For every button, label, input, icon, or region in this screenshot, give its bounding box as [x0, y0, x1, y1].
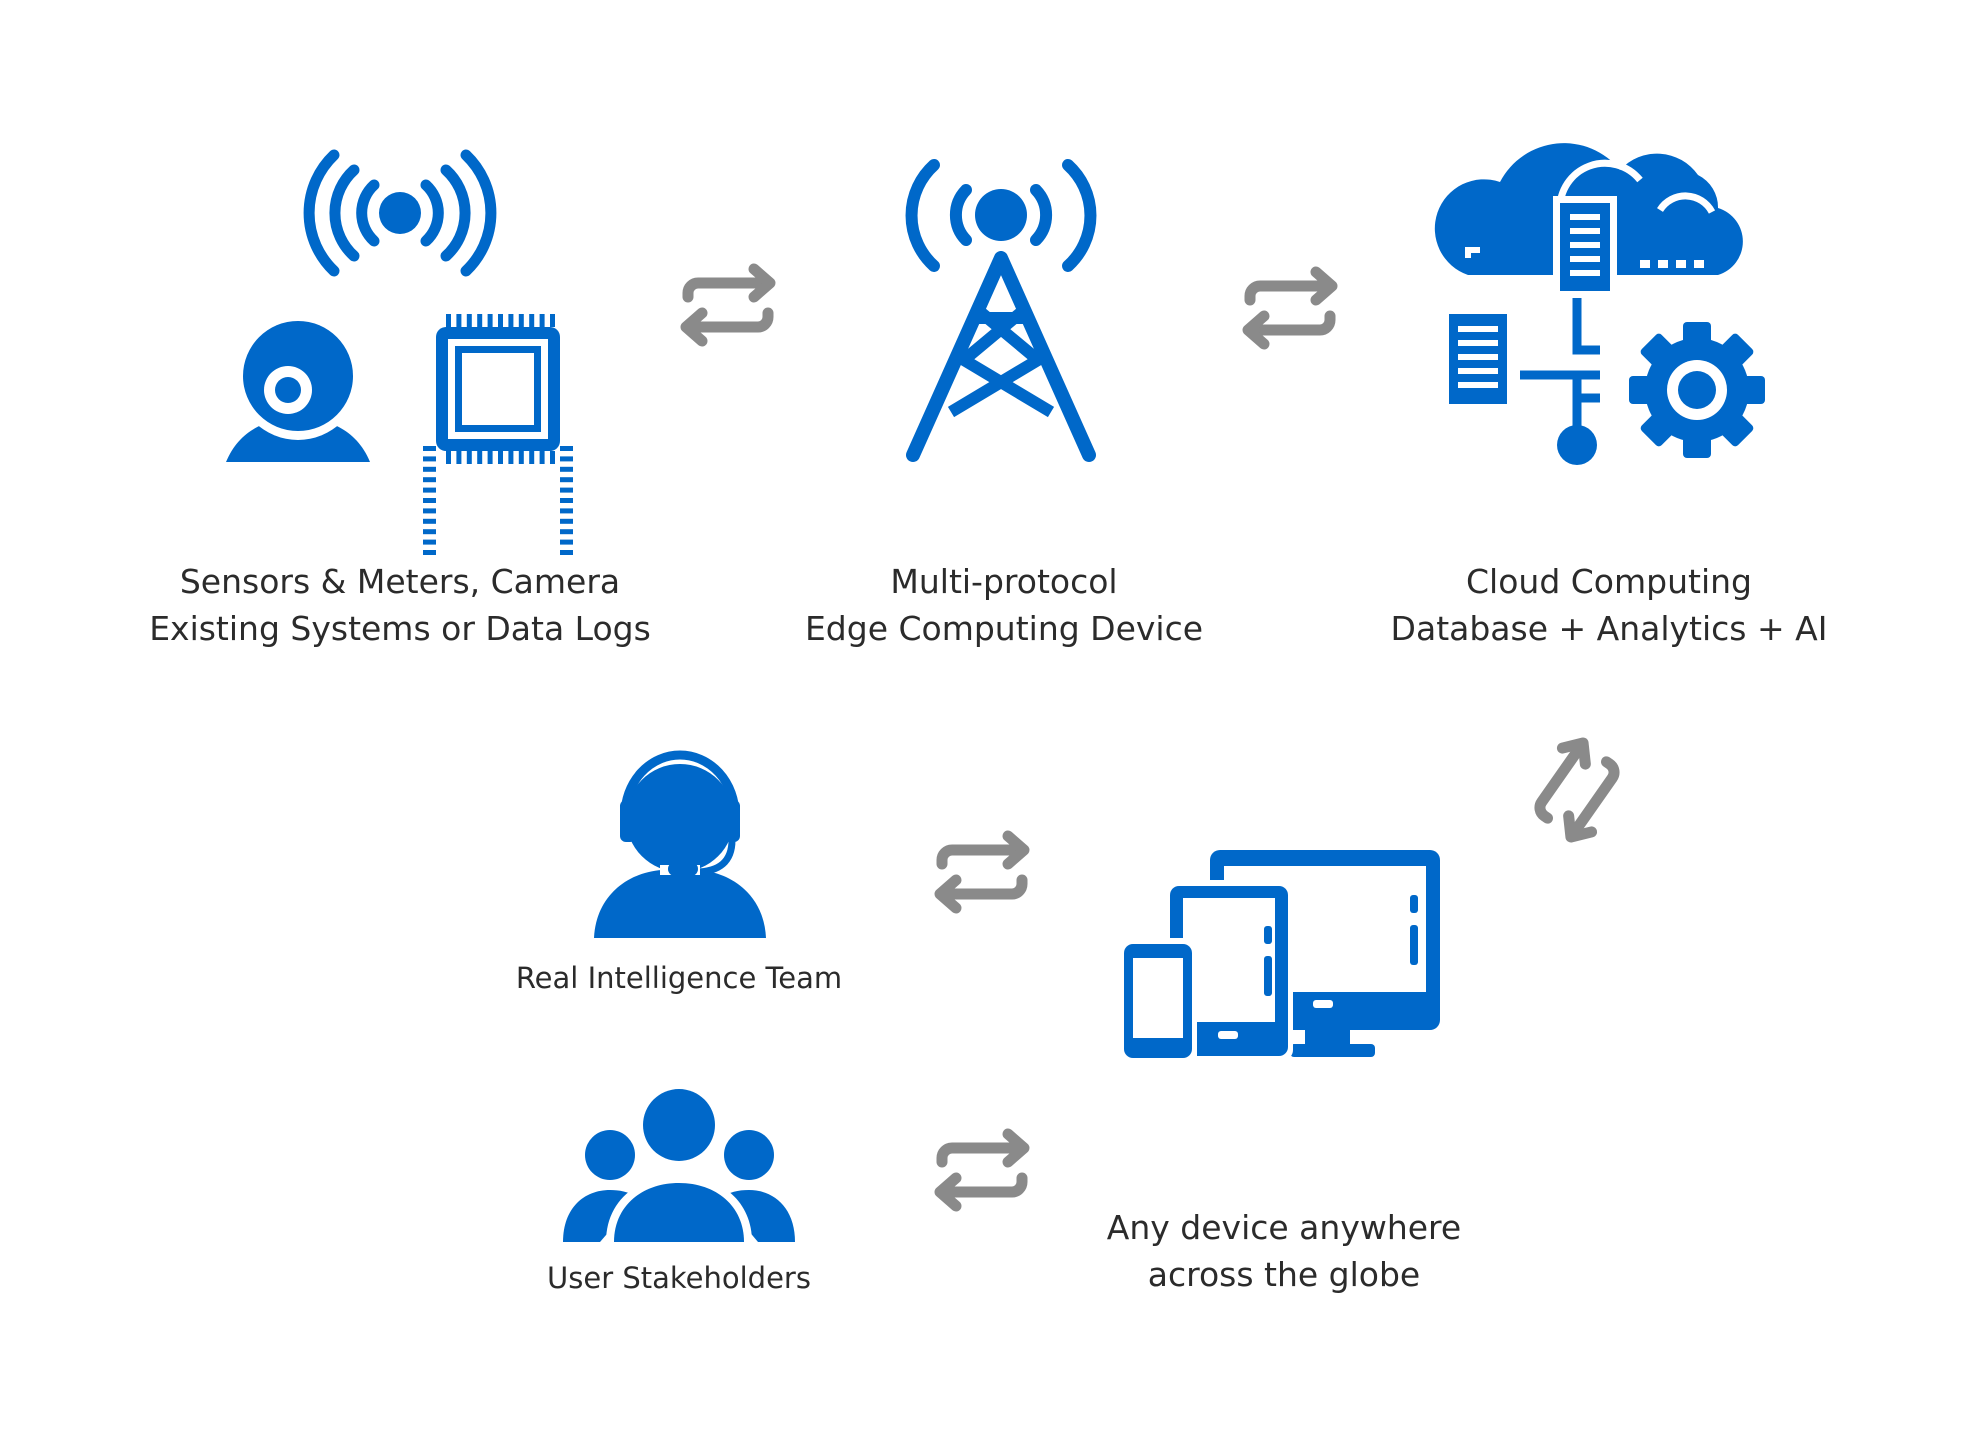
stakeholders-label: User Stakeholders	[547, 1258, 811, 1298]
headset-agent-icon	[594, 750, 766, 938]
stakeholders-label-line1: User Stakeholders	[547, 1261, 811, 1295]
cloud-label-line1: Cloud Computing	[1466, 562, 1752, 601]
team-label-line1: Real Intelligence Team	[515, 961, 843, 995]
bidirectional-arrows-icon	[940, 1134, 1024, 1206]
edge-label-line2: Edge Computing Device	[804, 609, 1204, 648]
microchip-icon	[423, 314, 573, 555]
radio-tower-icon	[905, 159, 1097, 462]
edge-label-line1: Multi-protocol	[890, 562, 1118, 601]
signal-waves-icon	[303, 149, 497, 277]
devices-label-line1: Any device anywhere	[1106, 1208, 1462, 1247]
multi-device-icon	[1117, 850, 1440, 1062]
bidirectional-arrows-icon	[686, 269, 770, 341]
devices-label: Any device anywhere across the globe	[1107, 1204, 1461, 1298]
bidirectional-arrows-icon	[1523, 735, 1630, 845]
sensors-label-line1: Sensors & Meters, Camera	[179, 562, 621, 601]
devices-label-line2: across the globe	[1147, 1255, 1421, 1294]
user-group-icon	[563, 1089, 795, 1242]
gear-icon	[1629, 322, 1765, 458]
edge-label: Multi-protocol Edge Computing Device	[805, 558, 1203, 652]
sensors-label: Sensors & Meters, Camera Existing System…	[149, 558, 651, 652]
cloud-label: Cloud Computing Database + Analytics + A…	[1391, 558, 1828, 652]
cloud-label-line2: Database + Analytics + AI	[1390, 609, 1828, 648]
webcam-icon	[226, 316, 370, 462]
bidirectional-arrows-icon	[1248, 272, 1332, 344]
cloud-server-icon	[1434, 143, 1743, 298]
sensors-label-line2: Existing Systems or Data Logs	[149, 609, 651, 648]
team-label: Real Intelligence Team	[516, 958, 842, 998]
bidirectional-arrows-icon	[940, 836, 1024, 908]
database-network-icon	[1449, 298, 1600, 465]
